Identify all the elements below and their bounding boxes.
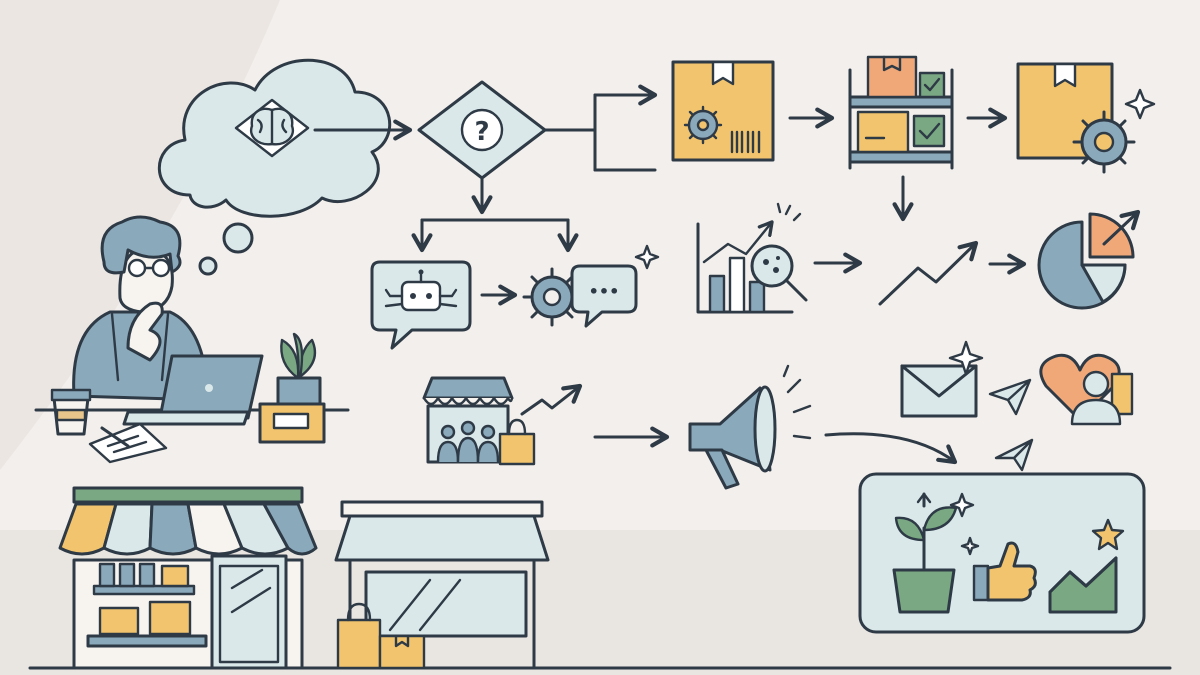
potted-plant-icon	[258, 332, 326, 444]
shop-awning-icon	[58, 486, 318, 670]
growth-arrow-icon	[520, 383, 583, 416]
storage-shelf-icon	[848, 55, 954, 170]
shopping-bag-icon	[498, 418, 536, 466]
sparkle-icon	[1124, 88, 1156, 120]
package-settings-icon	[1016, 62, 1156, 174]
paper-plane-icon	[994, 438, 1034, 472]
package-gear-icon	[671, 60, 775, 162]
decision-branch-down	[411, 176, 579, 253]
rising-chart-icon	[1048, 518, 1125, 614]
arrow-megaphone-to-results	[824, 432, 958, 465]
bar-chart-magnifier-icon	[696, 202, 808, 314]
thumbs-up-icon	[972, 541, 1037, 602]
gear-chat-icon: •••	[522, 244, 660, 328]
decision-diamond-icon: ?	[417, 80, 547, 180]
decision-question-mark: ?	[474, 117, 489, 147]
sparkle-icon	[960, 536, 980, 556]
notepad-icon	[88, 422, 168, 464]
growth-plant-icon	[892, 492, 980, 614]
brain-icon	[234, 98, 310, 158]
storefront-customers-icon	[422, 376, 514, 464]
coffee-cup-icon	[50, 388, 92, 436]
empty-shop-icon	[334, 500, 550, 670]
pie-chart-icon	[1037, 209, 1141, 310]
sparkle-icon	[949, 492, 975, 518]
laptop-icon	[122, 354, 264, 426]
chat-dots: •••	[589, 282, 620, 301]
megaphone-icon	[688, 364, 812, 490]
results-panel	[858, 472, 1146, 634]
email-icon	[900, 340, 984, 418]
ai-robot-chat-icon	[370, 260, 472, 350]
decision-branch-right	[543, 84, 658, 172]
paper-plane-icon	[988, 378, 1032, 416]
sparkle-icon	[948, 340, 984, 376]
customer-heart-icon	[1039, 353, 1134, 426]
sparkle-icon	[634, 244, 660, 270]
star-icon	[1091, 518, 1125, 551]
growth-arrow-icon	[878, 240, 979, 306]
